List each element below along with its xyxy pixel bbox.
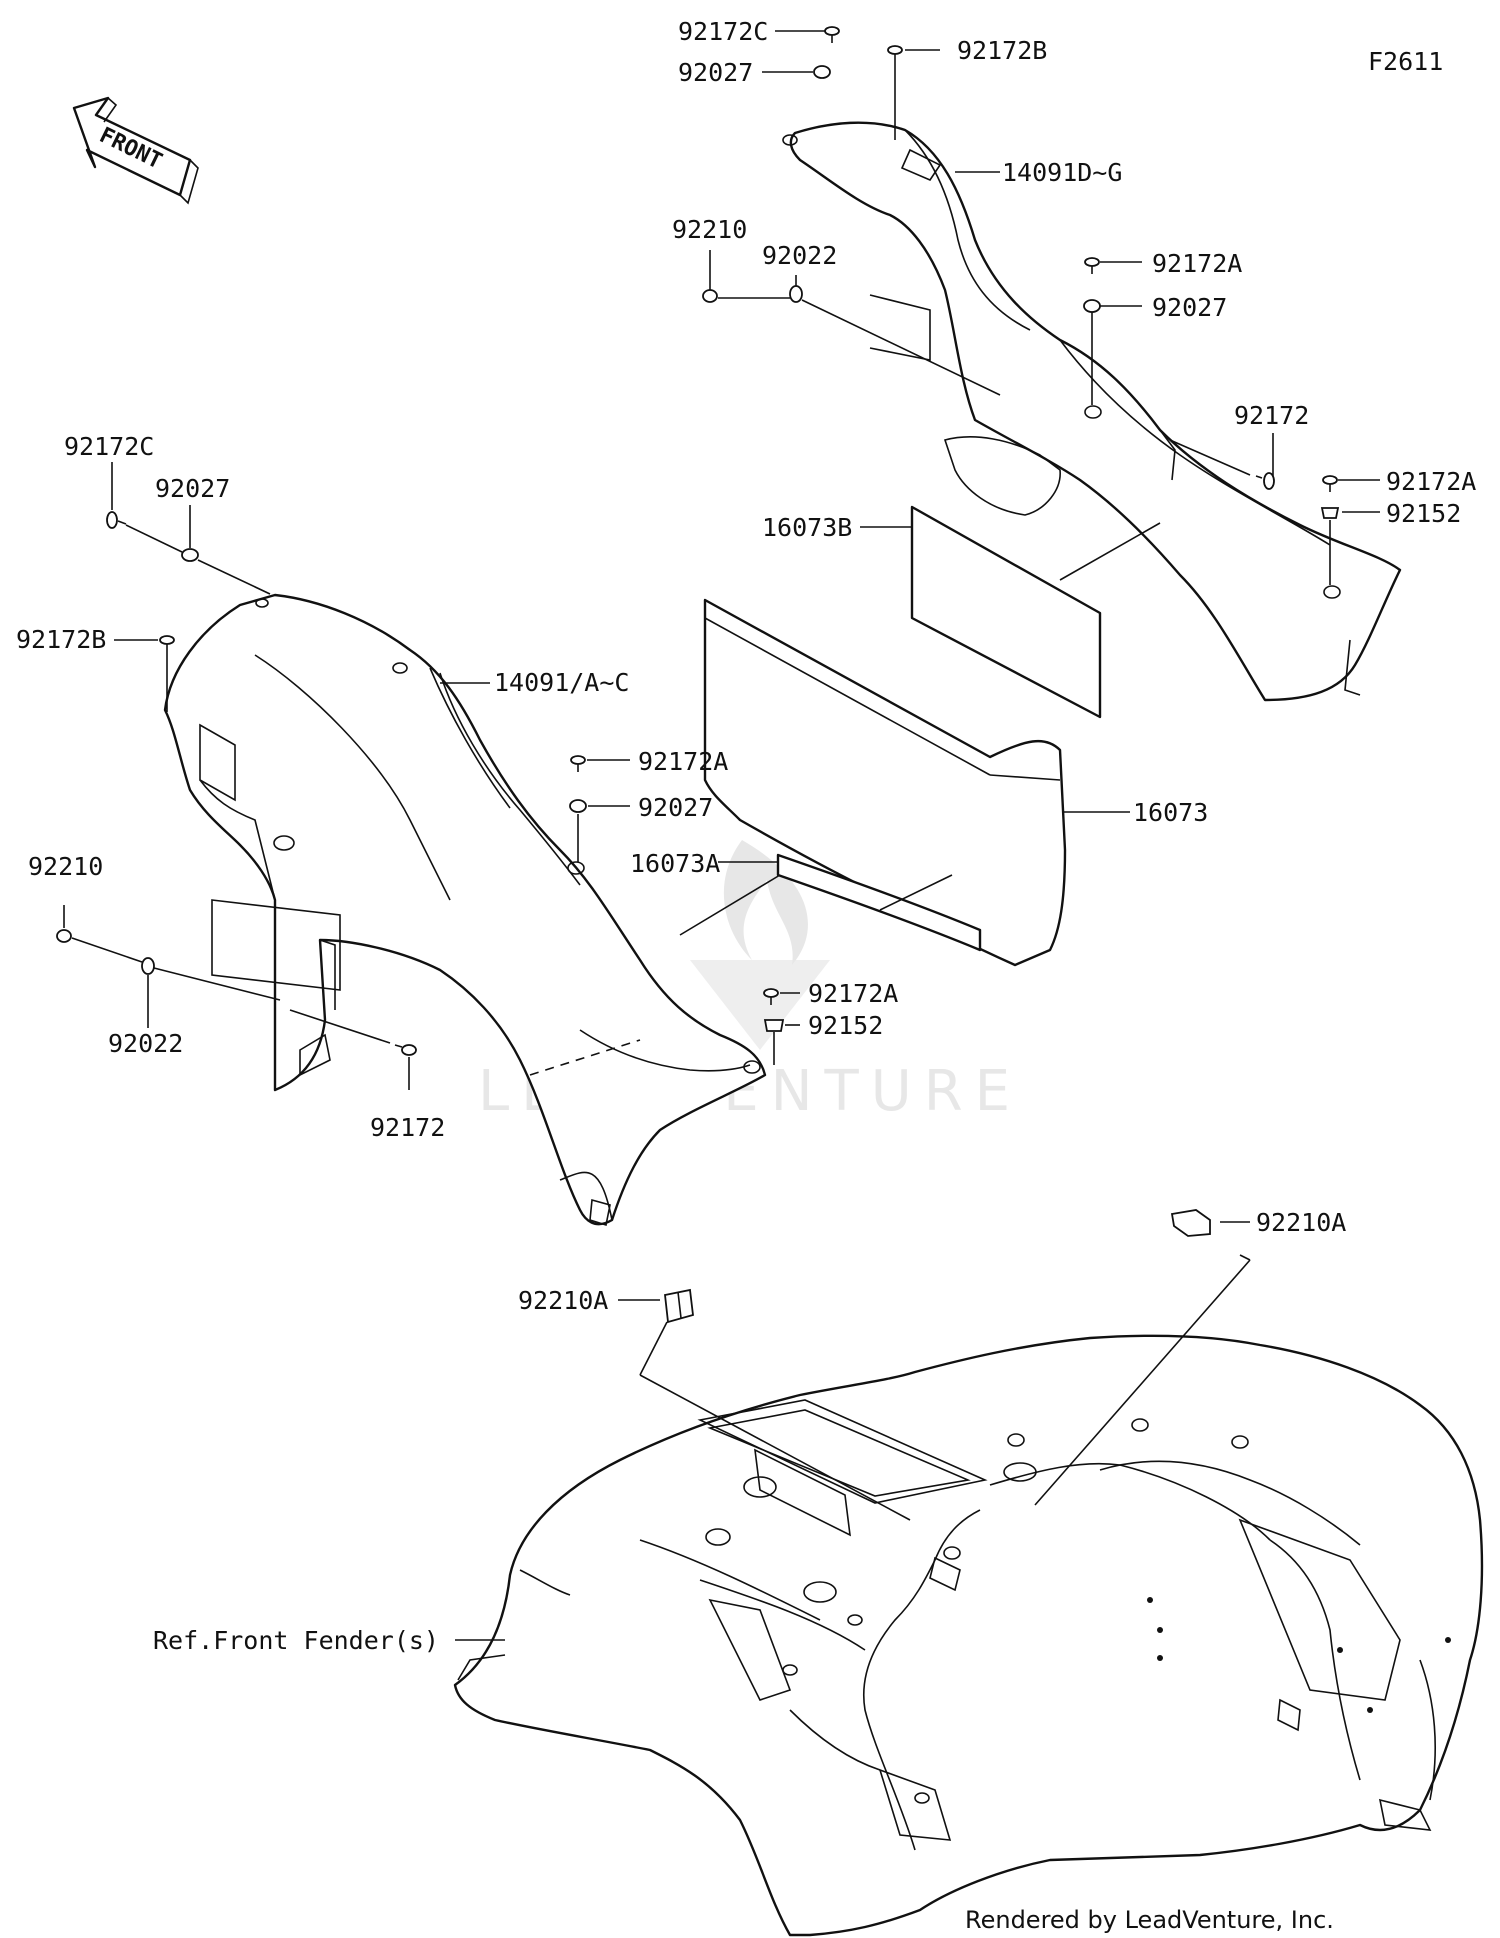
label-left-92172C: 92172C: [64, 432, 154, 461]
clip-92210A-right-icon: [1170, 1209, 1211, 1237]
front-arrow: FRONT: [72, 96, 199, 205]
label-top-92210: 92210: [672, 215, 747, 244]
label-left-92027-a: 92027: [155, 474, 230, 503]
label-top-92027-a: 92027: [678, 58, 753, 87]
screw-92172-left-icon: [394, 1044, 417, 1056]
label-left-92152: 92152: [808, 1011, 883, 1040]
label-top-92172C: 92172C: [678, 17, 768, 46]
label-top-16073B: 16073B: [762, 513, 852, 542]
decal-16073B: [910, 505, 1102, 719]
washer-92027-left-a-icon: [181, 548, 199, 562]
clip-92152-left-icon: [763, 1019, 785, 1032]
screw-92172A-top-a-icon: [1084, 257, 1100, 274]
label-bot-92210A-left: 92210A: [518, 1286, 608, 1315]
label-left-92172A-b: 92172A: [808, 979, 898, 1008]
screw-92172B-left-icon: [159, 635, 175, 652]
decal-16073A: [776, 853, 982, 952]
label-top-92027-b: 92027: [1152, 293, 1227, 322]
screw-92172B-top-icon: [887, 45, 903, 62]
washer-92022-left-icon: [141, 957, 155, 975]
label-left-92172: 92172: [370, 1113, 445, 1142]
credit-text: Rendered by LeadVenture, Inc.: [965, 1906, 1334, 1934]
screw-92172A-left-a-icon: [570, 755, 586, 772]
hardware: [56, 26, 1340, 1324]
washer-92027-top-b-icon: [1083, 299, 1101, 313]
label-left-92172B: 92172B: [16, 625, 106, 654]
label-left-92022: 92022: [108, 1029, 183, 1058]
screw-92172C-top-icon: [824, 26, 840, 43]
washer-92022-top-icon: [789, 285, 803, 303]
label-bot-92210A-right: 92210A: [1256, 1208, 1346, 1237]
label-left-92210: 92210: [28, 852, 103, 881]
screw-92172A-left-b-icon: [763, 988, 779, 1005]
label-top-92022: 92022: [762, 241, 837, 270]
label-left-92172A-a: 92172A: [638, 747, 728, 776]
label-ref-front-fender: Ref.Front Fender(s): [153, 1626, 439, 1655]
label-top-92152: 92152: [1386, 499, 1461, 528]
label-top-14091D-G: 14091D~G: [1002, 158, 1122, 187]
label-mid-16073A: 16073A: [630, 849, 720, 878]
clip-92152-top-icon: [1320, 507, 1340, 519]
washer-92027-top-a-icon: [813, 65, 831, 79]
left-side-cover-14091-A-C: [163, 593, 767, 1227]
leader-lines: [63, 30, 1380, 1641]
front-arrow-shadow: [86, 97, 199, 205]
screw-92172-top-icon: [1255, 472, 1275, 490]
watermark-flame-icon: [723, 840, 808, 965]
washer-92027-left-b-icon: [569, 799, 587, 813]
label-left-92027-b: 92027: [638, 793, 713, 822]
nut-92210-top-icon: [702, 289, 718, 303]
label-top-92172B: 92172B: [957, 36, 1047, 65]
label-top-92172A-b: 92172A: [1386, 467, 1476, 496]
figure-code: F2611: [1368, 47, 1443, 76]
front-fender: [453, 1334, 1484, 1937]
part-labels: 92172C 92027 92172B 14091D~G 92210 92022…: [16, 17, 1476, 1655]
label-mid-16073: 16073: [1133, 798, 1208, 827]
label-top-92172A-a: 92172A: [1152, 249, 1242, 278]
label-top-92172: 92172: [1234, 401, 1309, 430]
watermark-logo-icon: [690, 960, 830, 1050]
screw-92172A-top-b-icon: [1322, 475, 1338, 492]
nut-92210-left-icon: [56, 929, 72, 943]
label-left-14091-A-C: 14091/A~C: [494, 668, 629, 697]
top-side-cover-14091D-G: [782, 121, 1402, 702]
clip-92210A-left-icon: [664, 1288, 694, 1324]
screw-92172C-left-icon: [106, 511, 127, 529]
